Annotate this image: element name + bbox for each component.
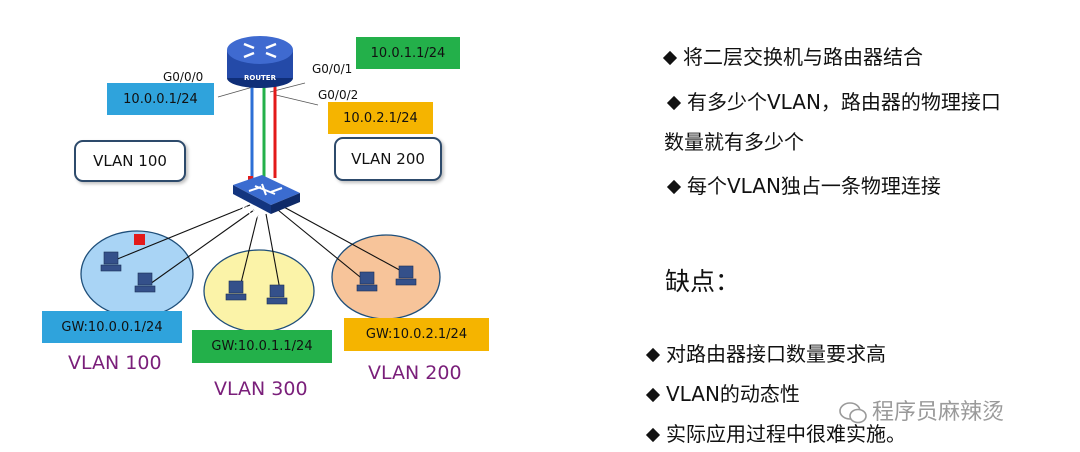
vlan200-area [331,234,441,320]
ip-tag-vlan200: 10.0.2.1/24 [328,102,433,134]
diamond-bullet-icon [645,347,661,362]
vlan300-area [203,249,315,333]
point-3: 每个VLAN独占一条物理连接 [666,170,941,199]
diamond-bullet-icon [645,387,661,402]
callout-vlan100: VLAN 100 [74,140,186,182]
gateway-vlan100: GW:10.0.0.1/24 [42,311,182,343]
vlan-label-200: VLAN 200 [368,362,462,384]
diamond-bullet-icon [666,95,682,110]
vlan-label-300: VLAN 300 [214,378,308,400]
wechat-icon [839,402,867,424]
gateway-vlan300: GW:10.0.1.1/24 [192,330,332,363]
ip-tag-vlan100: 10.0.0.1/24 [107,83,214,115]
point-1: 将二层交换机与路由器结合 [662,41,923,70]
vlan-label-100: VLAN 100 [68,352,162,374]
drawback-1: 对路由器接口数量要求高 [645,338,886,367]
point-2-continued: 数量就有多少个 [664,130,804,154]
diamond-bullet-icon [662,50,678,65]
diamond-bullet-icon [645,427,661,442]
router-icon [227,36,293,88]
pc-icons [100,251,417,305]
diamond-bullet-icon [666,179,682,194]
drawback-heading: 缺点： [665,267,741,296]
point-2: 有多少个VLAN，路由器的物理接口 [666,86,1001,115]
port-g001: G0/0/1 [312,62,353,76]
router-label: ROUTER [244,74,276,82]
callout-vlan200: VLAN 200 [334,137,442,181]
port-g000: G0/0/0 [163,70,204,84]
drawback-3: 实际应用过程中很难实施。 [645,418,906,447]
ip-tag-vlan300: 10.0.1.1/24 [356,37,460,69]
gateway-vlan200: GW:10.0.2.1/24 [344,318,489,351]
port-g002: G0/0/2 [318,88,359,102]
network-diagram [80,36,441,333]
red-marker [134,234,145,245]
switch-icon [233,175,300,214]
drawback-2: VLAN的动态性 [645,378,800,407]
watermark: 程序员麻辣烫 [838,394,1004,426]
